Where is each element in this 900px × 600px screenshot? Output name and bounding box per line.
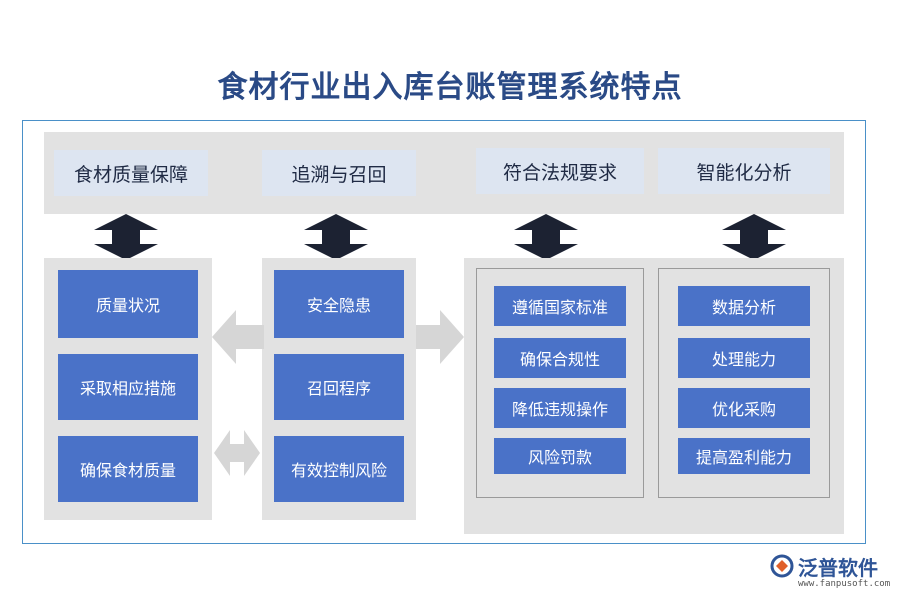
double-arrow-icon xyxy=(94,214,158,260)
double-arrow-icon xyxy=(304,214,368,260)
header-compliance: 符合法规要求 xyxy=(476,148,644,194)
header-traceability: 追溯与召回 xyxy=(262,150,416,196)
logo-name: 泛普软件 xyxy=(798,556,878,580)
item-risk-fines: 风险罚款 xyxy=(494,438,626,474)
page-title: 食材行业出入库台账管理系统特点 xyxy=(217,70,683,105)
item-optimize-purchasing: 优化采购 xyxy=(678,388,810,428)
item-processing-capacity: 处理能力 xyxy=(678,338,810,378)
item-reduce-violations: 降低违规操作 xyxy=(494,388,626,428)
logo-icon xyxy=(770,554,794,578)
item-safety-hazard: 安全隐患 xyxy=(274,270,404,338)
item-take-measures: 采取相应措施 xyxy=(58,354,198,420)
subpanel-analytics xyxy=(658,268,830,498)
item-quality-status: 质量状况 xyxy=(58,270,198,338)
item-national-standards: 遵循国家标准 xyxy=(494,286,626,326)
subpanel-compliance xyxy=(476,268,644,498)
diagram-frame xyxy=(22,120,866,544)
item-data-analysis: 数据分析 xyxy=(678,286,810,326)
left-arrow-icon xyxy=(212,310,264,364)
item-compliance: 确保合规性 xyxy=(494,338,626,378)
item-ensure-quality: 确保食材质量 xyxy=(58,436,198,502)
header-analytics: 智能化分析 xyxy=(658,148,830,194)
logo: 泛普软件 www.fanpusoft.com xyxy=(770,552,894,596)
double-arrow-icon xyxy=(514,214,578,260)
double-horizontal-arrow-icon xyxy=(214,430,260,476)
item-control-risk: 有效控制风险 xyxy=(274,436,404,502)
header-quality: 食材质量保障 xyxy=(54,150,208,196)
double-arrow-icon xyxy=(722,214,786,260)
right-arrow-icon xyxy=(416,310,464,364)
item-recall-procedure: 召回程序 xyxy=(274,354,404,420)
item-improve-profitability: 提高盈利能力 xyxy=(678,438,810,474)
logo-url: www.fanpusoft.com xyxy=(798,579,891,589)
